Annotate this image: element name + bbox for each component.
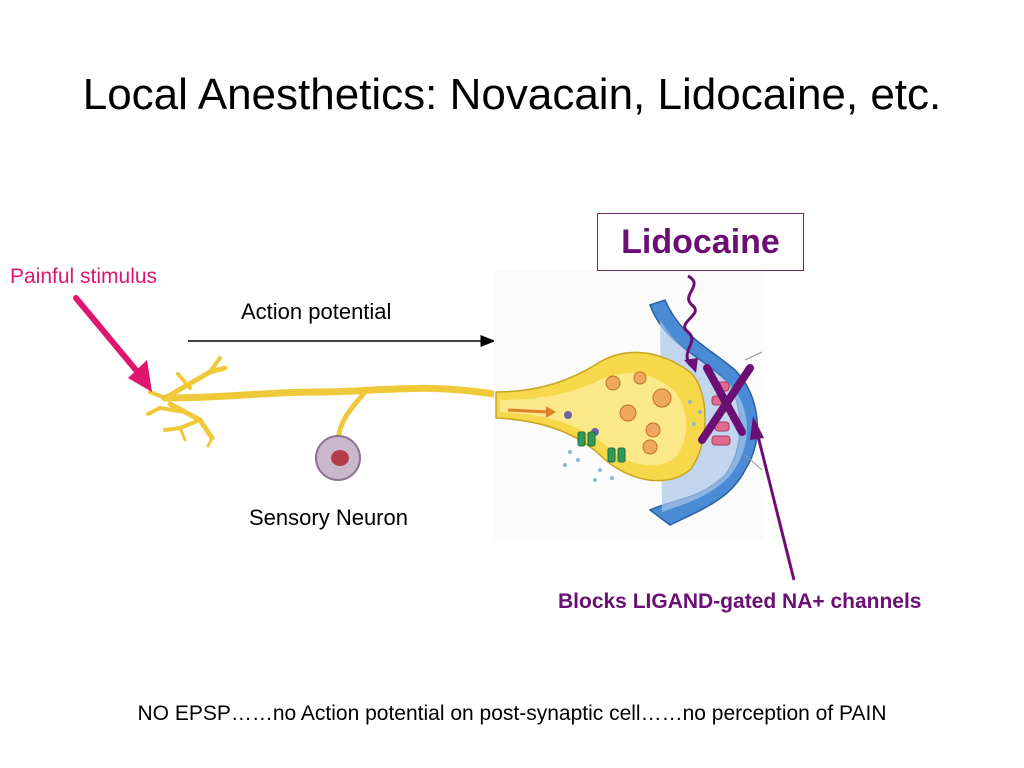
slide-title: Local Anesthetics: Novacain, Lidocaine, … — [82, 70, 942, 119]
sensory-neuron-shape — [146, 356, 504, 448]
sensory-neuron-label: Sensory Neuron — [249, 505, 408, 530]
synapse-illustration — [494, 270, 764, 540]
action-potential-label: Action potential — [241, 299, 392, 324]
footer-text: NO EPSP……no Action potential on post-syn… — [137, 702, 887, 725]
lidocaine-squiggle — [683, 274, 697, 366]
cell-body — [315, 435, 361, 481]
blocks-label: Blocks LIGAND-gated NA+ channels — [558, 590, 922, 613]
lidocaine-label-box: Lidocaine — [597, 213, 804, 271]
painful-stimulus-arrow — [73, 295, 152, 392]
block-x-mark — [698, 364, 754, 444]
painful-stimulus-label: Painful stimulus — [10, 265, 158, 288]
blocks-arrow — [755, 431, 796, 581]
